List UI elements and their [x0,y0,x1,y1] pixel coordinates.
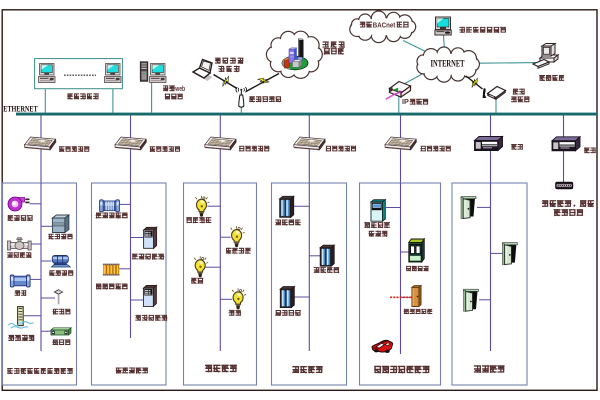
svg-text:IP: IP [402,97,409,106]
svg-text:BACnet: BACnet [373,20,396,29]
svg-text:web: web [175,86,186,93]
svg-text:ETHERNET: ETHERNET [3,103,38,113]
svg-text:INTERNET: INTERNET [431,59,465,69]
